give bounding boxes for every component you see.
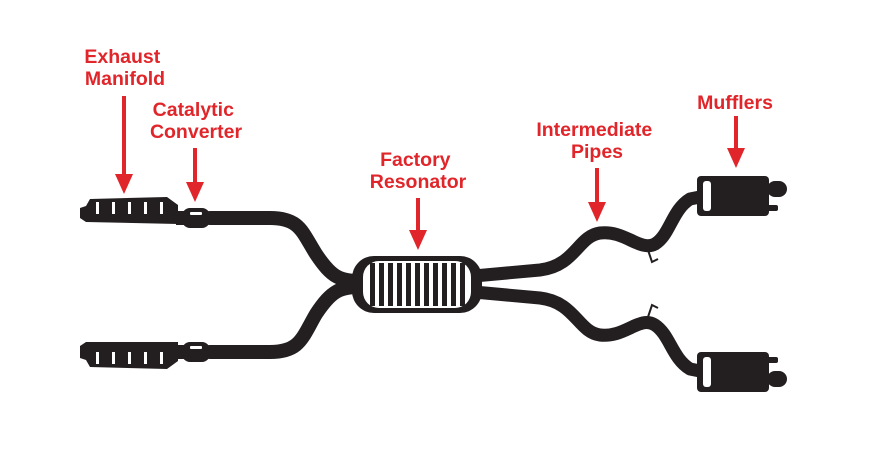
label-exhaust-manifold-line2: Manifold bbox=[85, 68, 165, 90]
label-exhaust-manifold: Exhaust Manifold bbox=[84, 46, 165, 90]
label-exhaust-manifold-line1: Exhaust bbox=[84, 46, 160, 68]
intermediate-pipe-upper bbox=[467, 190, 707, 283]
label-intermediate-pipes: Intermediate Pipes bbox=[536, 119, 657, 163]
label-factory-resonator: Factory Resonator bbox=[370, 149, 467, 193]
label-factory-resonator-line1: Factory bbox=[380, 149, 451, 171]
label-mufflers-line1: Mufflers bbox=[697, 92, 773, 114]
label-catalytic-converter-line2: Converter bbox=[150, 121, 243, 143]
label-mufflers: Mufflers bbox=[697, 92, 773, 114]
catalytic-converter-upper bbox=[176, 208, 210, 228]
label-catalytic-converter-line1: Catalytic bbox=[153, 99, 234, 121]
hanger-upper bbox=[647, 249, 659, 264]
exhaust-pipes bbox=[203, 190, 707, 378]
arrow-intermediate-pipes bbox=[588, 168, 606, 222]
arrow-catalytic-converter bbox=[186, 148, 204, 202]
label-factory-resonator-line2: Resonator bbox=[370, 171, 467, 193]
muffler-lower bbox=[697, 352, 787, 392]
catalytic-converter-lower bbox=[176, 342, 210, 362]
pipe-upper-left bbox=[203, 211, 369, 288]
hanger-lower bbox=[647, 303, 659, 318]
intermediate-pipe-lower bbox=[467, 285, 707, 378]
label-intermediate-pipes-line2: Pipes bbox=[571, 141, 623, 163]
label-intermediate-pipes-line1: Intermediate bbox=[536, 119, 652, 141]
pipe-lower-left bbox=[203, 280, 369, 359]
arrow-exhaust-manifold bbox=[115, 96, 133, 194]
arrow-mufflers bbox=[727, 116, 745, 168]
exhaust-manifold-lower bbox=[80, 342, 178, 369]
exhaust-manifold-upper bbox=[80, 197, 178, 224]
factory-resonator bbox=[352, 256, 482, 313]
arrow-factory-resonator bbox=[409, 198, 427, 250]
muffler-upper bbox=[697, 176, 787, 216]
label-catalytic-converter: Catalytic Converter bbox=[150, 99, 243, 143]
